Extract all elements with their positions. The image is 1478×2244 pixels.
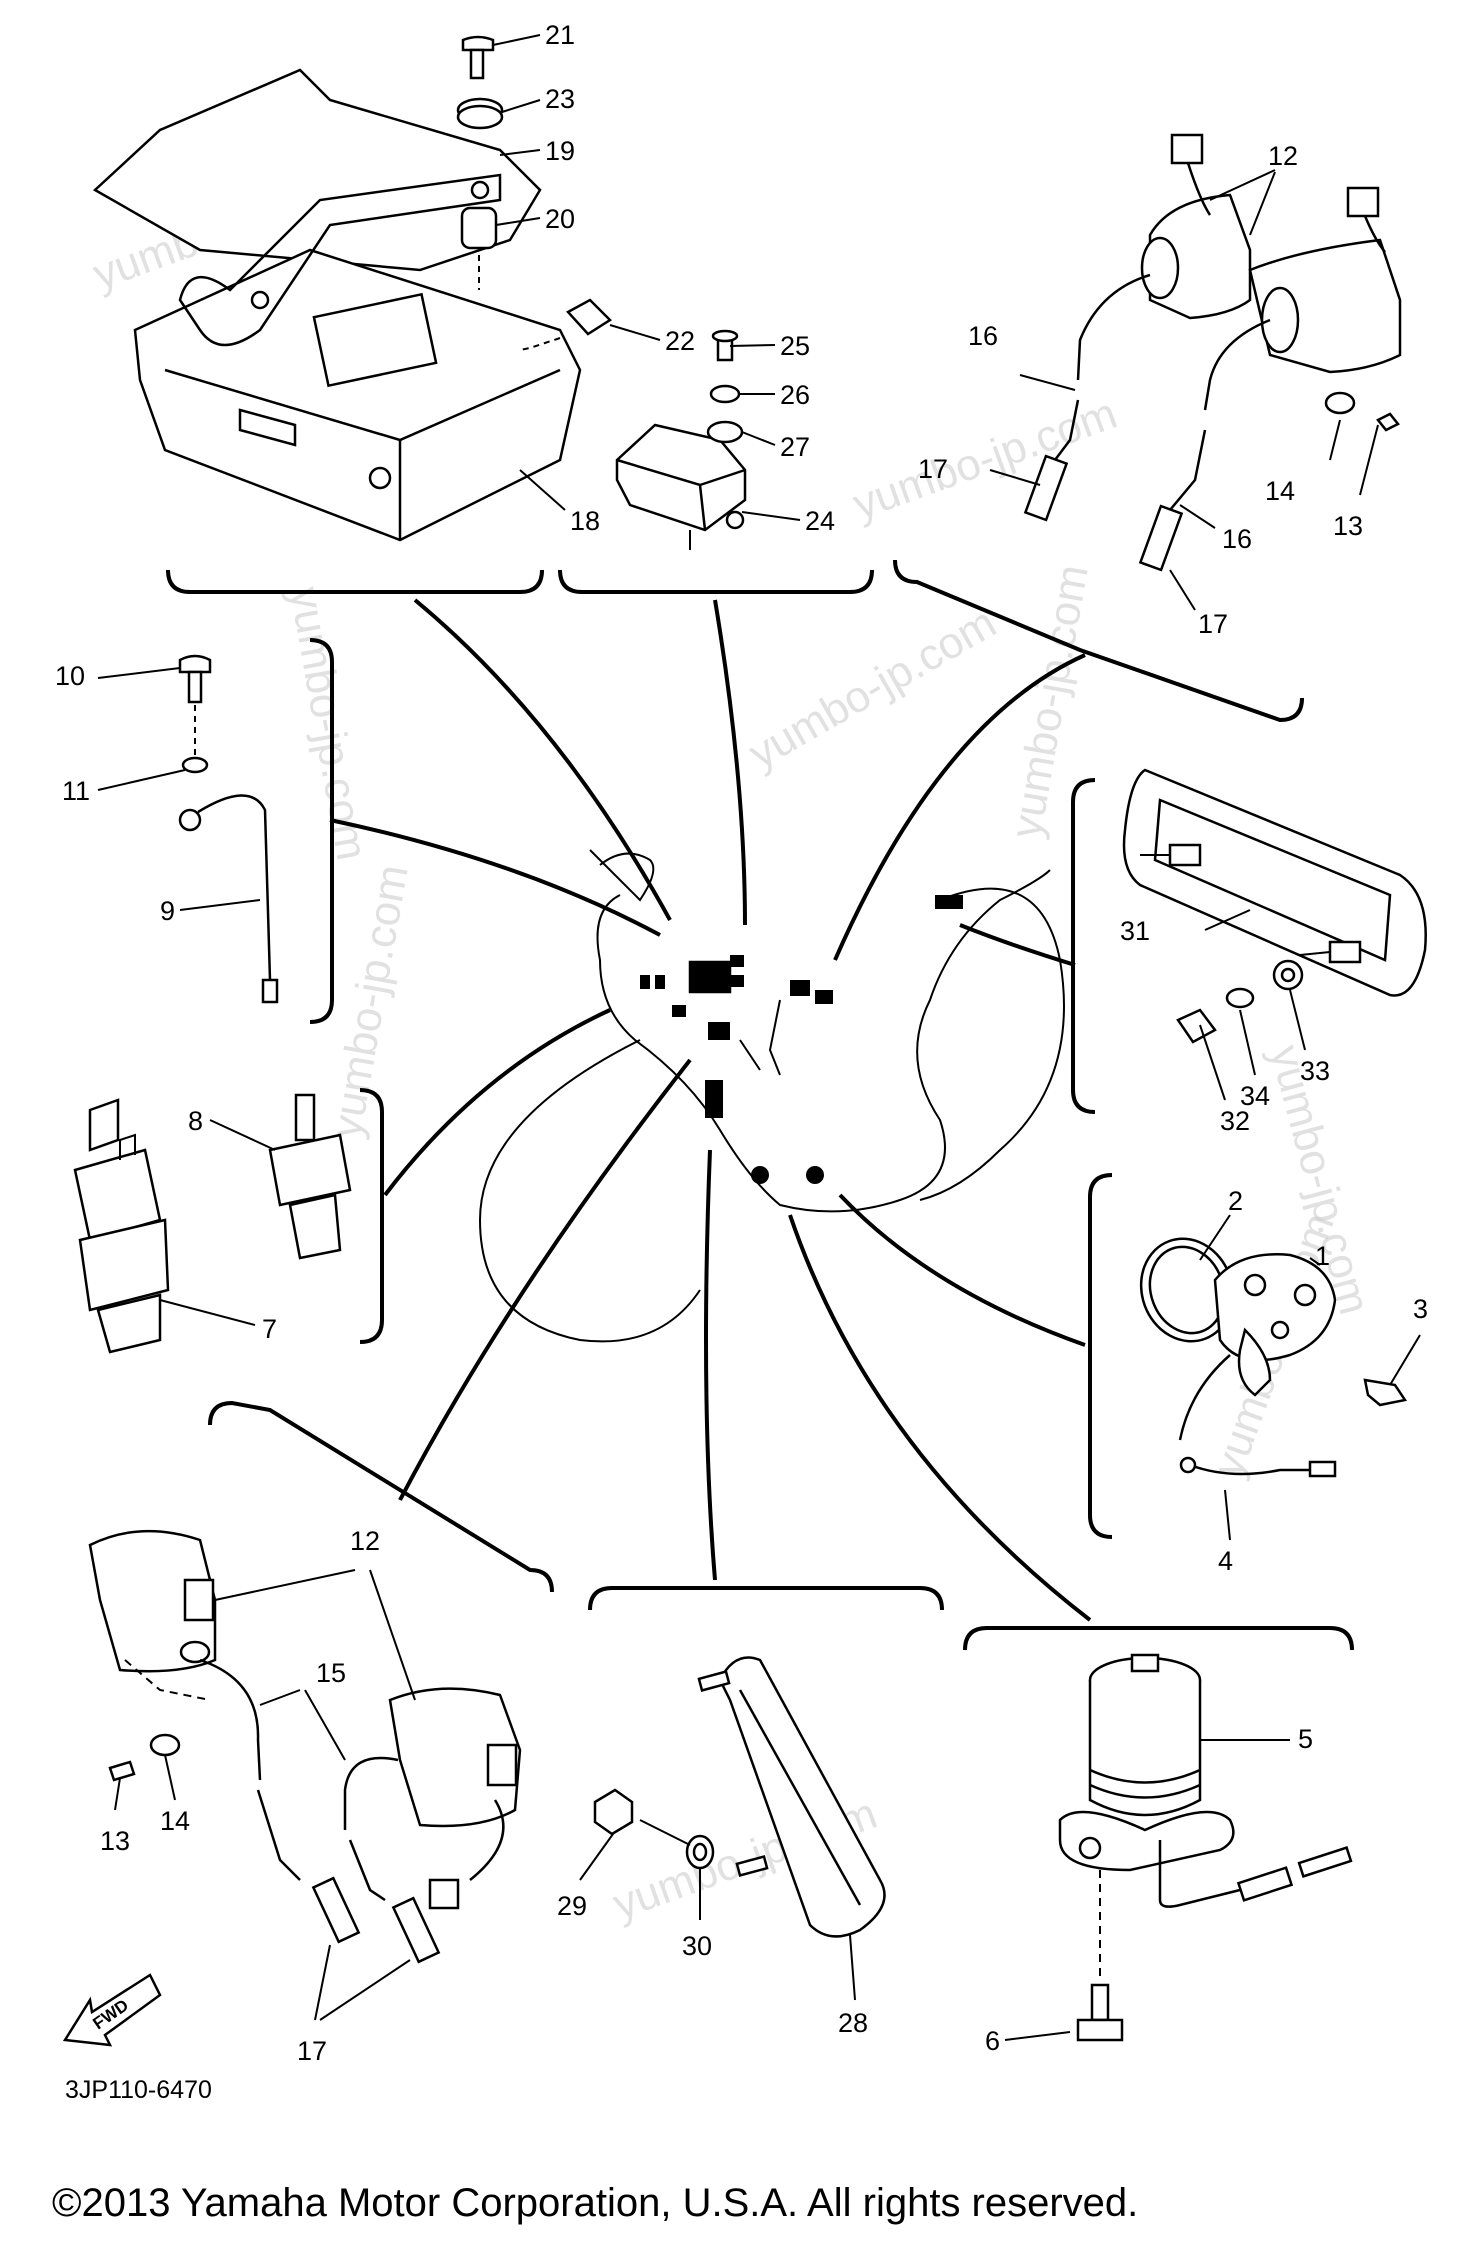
- watermark-6: yumbo-jp.com: [1002, 561, 1098, 842]
- bracket-right-mid: [1088, 1173, 1113, 1539]
- relay-assembly: [615, 329, 747, 550]
- part-labels: 21 23 19 20 22 25 26 27 24 18 12 16 16 1…: [55, 20, 1428, 2066]
- label-1: 1: [1315, 1241, 1330, 1271]
- bracket-top-right: [893, 559, 1304, 723]
- bracket-top-left: [166, 569, 544, 594]
- reflector-assembly: [593, 1656, 886, 1938]
- label-12-top: 12: [1268, 141, 1298, 171]
- label-12-bottom: 12: [350, 1526, 380, 1556]
- copyright-notice: ©2013 Yamaha Motor Corporation, U.S.A. A…: [52, 2181, 1138, 2225]
- label-13-top: 13: [1333, 511, 1363, 541]
- watermark-2: yumbo-jp.com: [847, 389, 1123, 530]
- bracket-bottom-right: [963, 1626, 1354, 1651]
- curve-coil2: [398, 1058, 692, 1501]
- lamp-assembly: [1122, 768, 1427, 1044]
- label-19: 19: [545, 136, 575, 166]
- label-33: 33: [1300, 1056, 1330, 1086]
- curve-relay: [713, 599, 747, 926]
- ignition-coils-bottom: [88, 1529, 522, 1964]
- label-27: 27: [780, 432, 810, 462]
- label-17-top-a: 17: [918, 454, 948, 484]
- label-25: 25: [780, 331, 810, 361]
- diagram-code: 3JP110-6470: [65, 2076, 212, 2104]
- label-4: 4: [1218, 1546, 1233, 1576]
- label-7: 7: [262, 1314, 277, 1344]
- bracket-top-mid: [558, 569, 874, 594]
- label-13-bottom: 13: [100, 1826, 130, 1856]
- switch-8: [268, 1093, 352, 1260]
- watermark-3: yumbo-jp.com: [741, 598, 1005, 779]
- ground-lead: [178, 654, 279, 1004]
- label-14-bottom: 14: [160, 1806, 190, 1836]
- bracket-bottom-left: [208, 1400, 554, 1593]
- label-22: 22: [665, 326, 695, 356]
- label-30: 30: [682, 1931, 712, 1961]
- label-31: 31: [1120, 916, 1150, 946]
- curve-lamp: [959, 923, 1076, 967]
- label-21: 21: [545, 20, 575, 50]
- curve-switch: [383, 1008, 611, 1197]
- label-2: 2: [1228, 1186, 1243, 1216]
- pump-assembly: [1058, 1653, 1353, 2042]
- hull-outline: [478, 849, 1065, 1343]
- watermark-5: yumbo-jp.com: [322, 861, 418, 1142]
- label-11: 11: [62, 776, 90, 806]
- label-24: 24: [805, 506, 835, 536]
- label-32: 32: [1220, 1106, 1250, 1136]
- fwd-arrow: FWD: [62, 1973, 162, 2047]
- curve-ignition: [833, 653, 1086, 961]
- label-23: 23: [545, 84, 575, 114]
- label-17-top-b: 17: [1198, 609, 1228, 639]
- label-28: 28: [838, 2008, 868, 2038]
- bracket-left-upper: [309, 638, 334, 1024]
- bracket-bottom-mid: [588, 1586, 944, 1611]
- label-16-top-a: 16: [968, 321, 998, 351]
- label-8: 8: [188, 1106, 203, 1136]
- ignition-coils-top: [1023, 133, 1402, 572]
- label-18: 18: [570, 506, 600, 536]
- bracket-left-mid: [359, 1088, 384, 1344]
- curve-reflector: [704, 1149, 717, 1581]
- group-brackets: [166, 559, 1354, 1651]
- switch-7: [73, 1098, 170, 1354]
- label-6: 6: [985, 2026, 1000, 2056]
- label-16-top-b: 16: [1222, 524, 1252, 554]
- label-26: 26: [780, 380, 810, 410]
- curve-ground: [329, 818, 661, 937]
- label-15: 15: [316, 1658, 346, 1688]
- connector-curves: [329, 598, 1092, 1622]
- leader-lines: [97, 34, 1421, 2041]
- label-9: 9: [160, 896, 175, 926]
- bracket-right-upper: [1071, 778, 1096, 1114]
- ecu-hardware: [456, 35, 612, 351]
- label-17-bottom: 17: [297, 2036, 327, 2066]
- label-20: 20: [545, 204, 575, 234]
- label-5: 5: [1298, 1724, 1313, 1754]
- curve-pump: [788, 1214, 1092, 1622]
- sensor-assembly: [1139, 1237, 1408, 1478]
- label-34: 34: [1240, 1081, 1270, 1111]
- label-29: 29: [557, 1891, 587, 1921]
- ecu-assembly: [92, 68, 582, 542]
- curve-sensor: [838, 1193, 1086, 1347]
- watermark-4: yumbo-jp.com: [280, 583, 376, 864]
- label-3: 3: [1413, 1294, 1428, 1324]
- label-10: 10: [55, 661, 85, 691]
- label-14-top: 14: [1265, 476, 1295, 506]
- curve-ecu: [413, 598, 672, 921]
